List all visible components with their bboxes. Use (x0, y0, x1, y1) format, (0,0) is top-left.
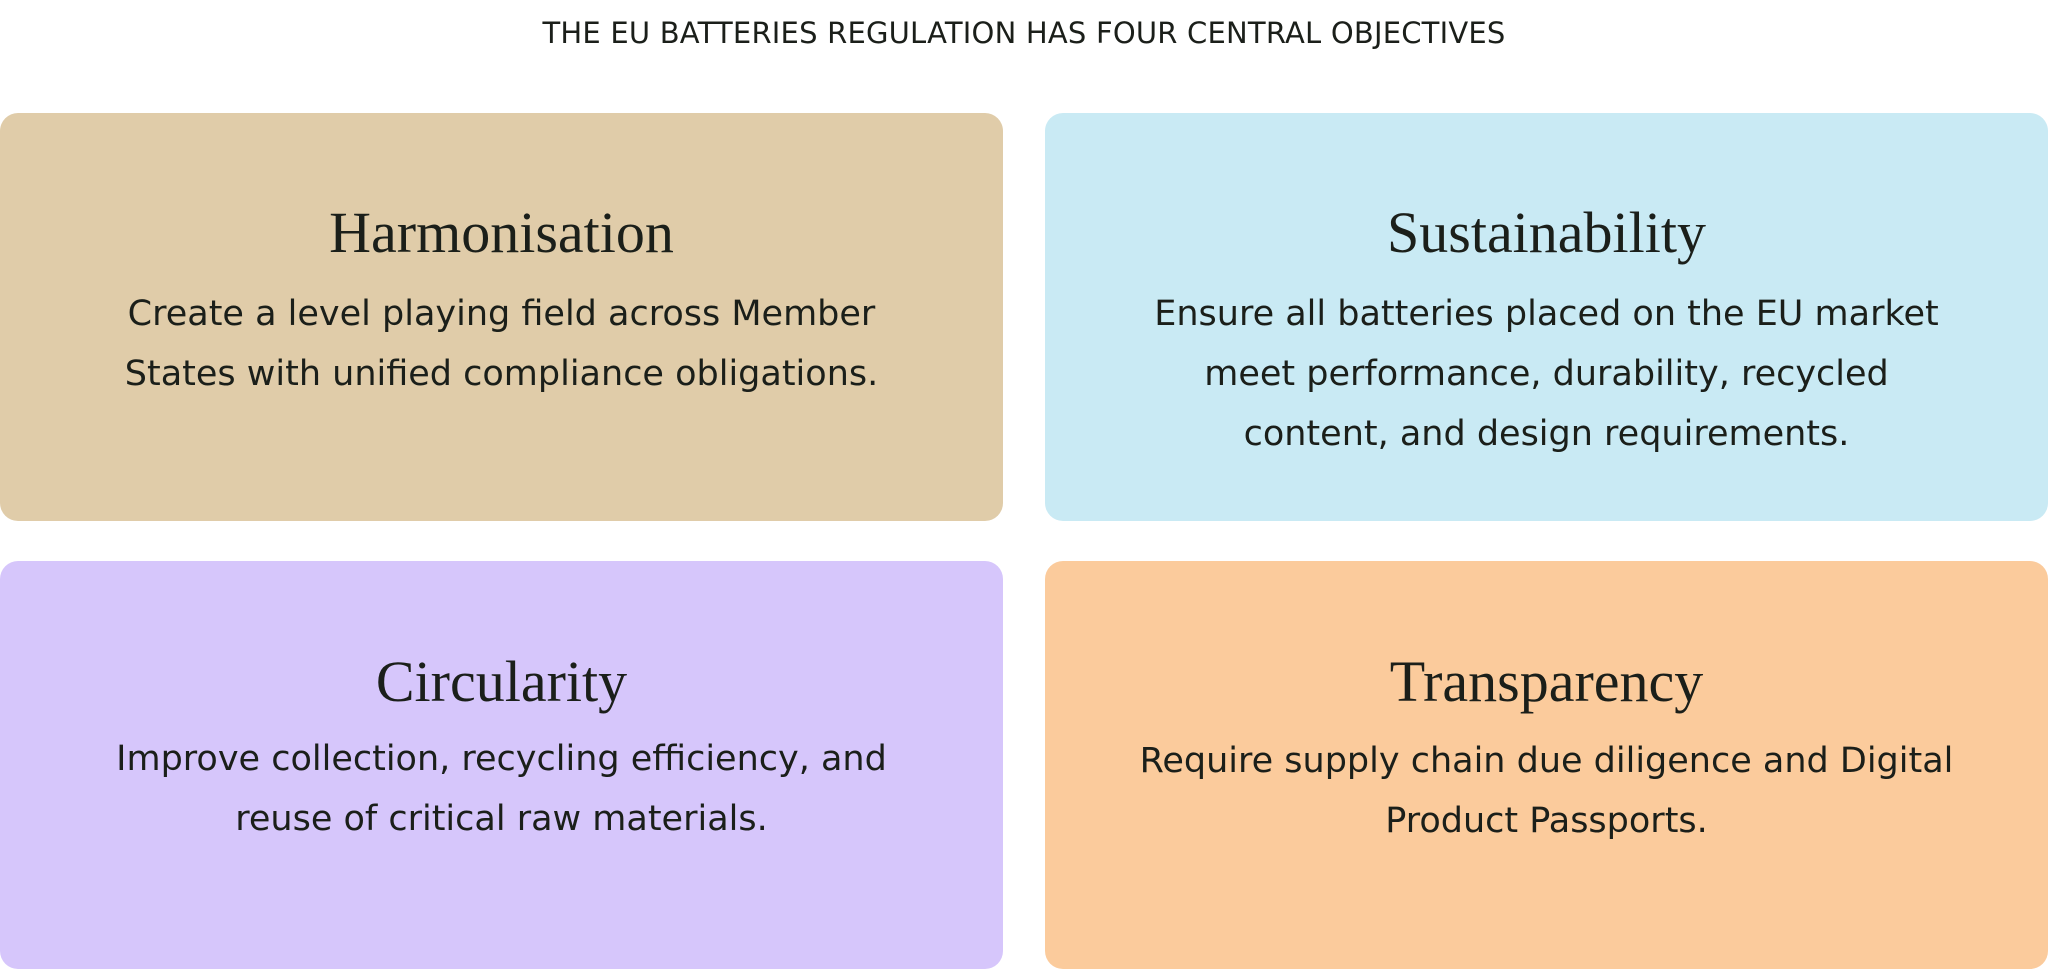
objective-card-circularity: Circularity Improve collection, recyclin… (0, 561, 1003, 969)
objective-card-transparency: Transparency Require supply chain due di… (1045, 561, 2048, 969)
objective-heading: Sustainability (1387, 200, 1706, 265)
objective-card-harmonisation: Harmonisation Create a level playing fie… (0, 113, 1003, 521)
objective-description: Require supply chain due diligence and D… (1139, 741, 1954, 841)
objective-description: Improve collection, recycling efficiency… (116, 739, 887, 839)
objective-description: Ensure all batteries placed on the EU ma… (1154, 294, 1939, 454)
objective-card-sustainability: Sustainability Ensure all batteries plac… (1045, 113, 2048, 521)
objective-heading: Transparency (1389, 649, 1704, 714)
objective-heading: Harmonisation (329, 200, 674, 265)
objective-heading: Circularity (375, 649, 628, 714)
page-title: THE EU BATTERIES REGULATION HAS FOUR CEN… (542, 16, 1506, 50)
objective-description: Create a level playing field across Memb… (124, 294, 879, 394)
